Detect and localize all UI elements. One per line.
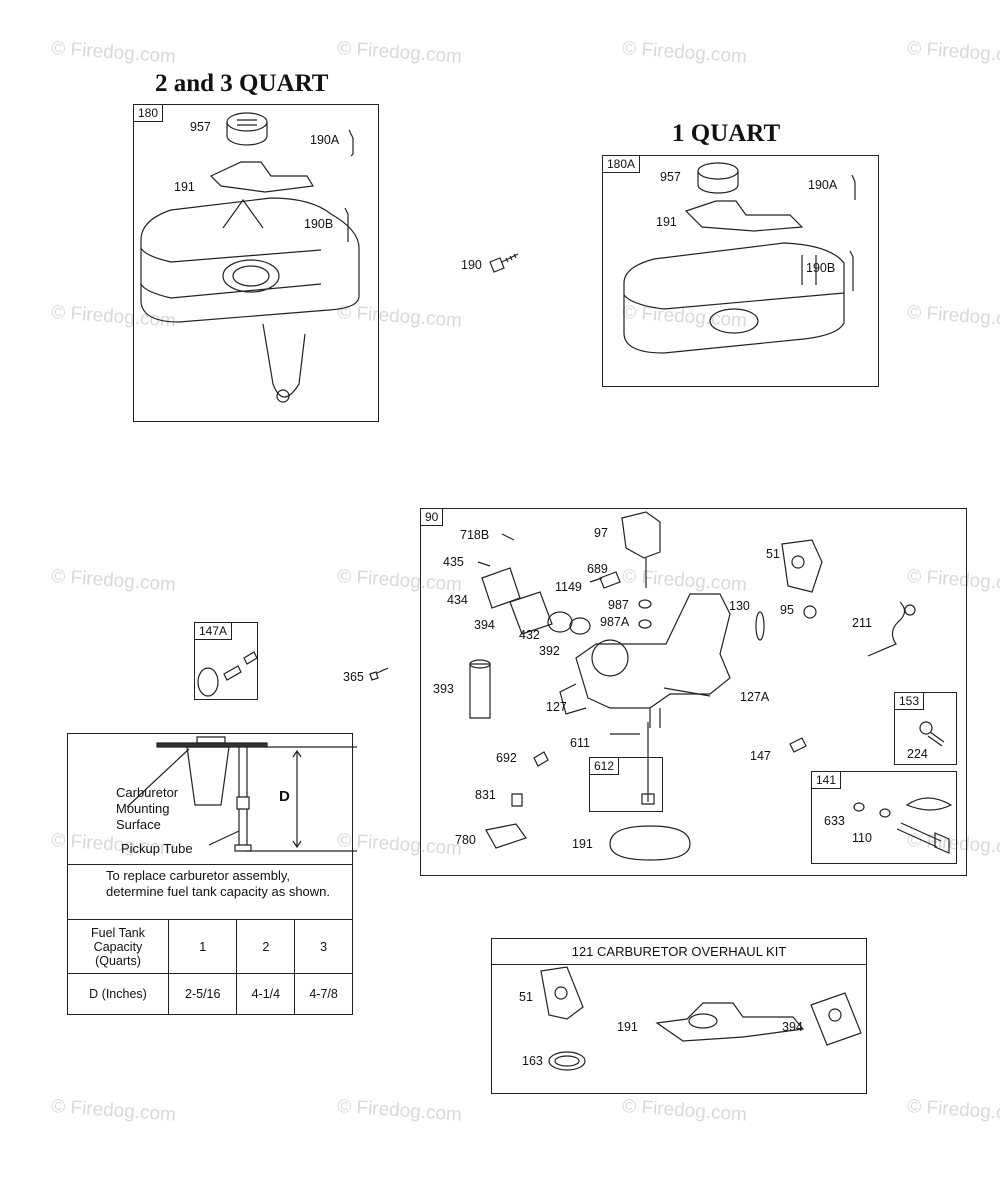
part-number: 957 bbox=[660, 170, 681, 184]
part-number: 191 bbox=[617, 1020, 638, 1034]
section-title-1-quart: 1 QUART bbox=[672, 120, 781, 147]
table-cell: 4-1/4 bbox=[236, 973, 296, 1015]
part-number: 190A bbox=[310, 133, 340, 147]
watermark: © Firedog.com bbox=[906, 1096, 1000, 1126]
watermark: © Firedog.com bbox=[621, 1096, 748, 1126]
capacity-table: Fuel Tank Capacity (Quarts) 1 2 3 D (Inc… bbox=[67, 919, 353, 1015]
table-header-d: D (Inches) bbox=[67, 973, 169, 1015]
part-number: 435 bbox=[443, 555, 464, 569]
part-number: 780 bbox=[455, 833, 476, 847]
table-cell: 2 bbox=[236, 919, 296, 974]
dimension-d-label: D bbox=[279, 788, 290, 805]
panel-tag: 147A bbox=[194, 622, 233, 640]
overhaul-kit-illustration bbox=[540, 966, 862, 1071]
part-number: 633 bbox=[824, 814, 845, 828]
panel-tag: 180 bbox=[133, 104, 164, 122]
part-number: 394 bbox=[782, 1020, 803, 1034]
screw-365-icon bbox=[369, 667, 389, 681]
part-number: 394 bbox=[474, 618, 495, 632]
part-number: 718B bbox=[460, 528, 490, 542]
panel-tag: 180A bbox=[602, 155, 641, 173]
part-number: 190B bbox=[304, 217, 334, 231]
capacity-measure-panel bbox=[67, 733, 353, 1015]
part-number: 127A bbox=[740, 690, 770, 704]
section-title-2-3-quart: 2 and 3 QUART bbox=[155, 70, 329, 97]
table-cell: 4-7/8 bbox=[294, 973, 353, 1015]
part-number: 1149 bbox=[555, 580, 582, 594]
part-number: 957 bbox=[190, 120, 211, 134]
kit-141-panel bbox=[811, 771, 957, 864]
part-number: 432 bbox=[519, 628, 540, 642]
panel-tag: 90 bbox=[420, 508, 444, 526]
part-number: 831 bbox=[475, 788, 496, 802]
fuel-tank-2-3-illustration bbox=[140, 112, 360, 403]
watermark: © Firedog.com bbox=[336, 1096, 463, 1126]
tank-2-3-quart-panel bbox=[133, 104, 379, 422]
watermark: © Firedog.com bbox=[336, 38, 463, 68]
table-cell: 1 bbox=[167, 919, 238, 974]
part-number: 190B bbox=[806, 261, 836, 275]
kit-153-illustration bbox=[919, 721, 945, 747]
pickup-tube-diagram bbox=[126, 736, 357, 852]
part-number: 95 bbox=[780, 603, 794, 617]
part-number: 692 bbox=[496, 751, 517, 765]
part-number: 191 bbox=[572, 837, 593, 851]
divider bbox=[67, 864, 353, 865]
part-number: 392 bbox=[539, 644, 560, 658]
part-number: 987 bbox=[608, 598, 629, 612]
part-number: 689 bbox=[587, 562, 608, 576]
part-number: 434 bbox=[447, 593, 468, 607]
tank-1-quart-panel bbox=[602, 155, 879, 387]
screw-190-icon bbox=[489, 253, 519, 273]
part-number: 163 bbox=[522, 1054, 543, 1068]
panel-tag: 153 bbox=[894, 692, 925, 710]
overhaul-kit-panel bbox=[491, 938, 867, 1094]
part-number: 393 bbox=[433, 682, 454, 696]
table-header-capacity: Fuel Tank Capacity (Quarts) bbox=[67, 919, 169, 974]
watermark: © Firedog.com bbox=[50, 566, 177, 596]
part-number: 987A bbox=[600, 615, 630, 629]
table-cell: 2-5/16 bbox=[167, 973, 238, 1015]
watermark: © Firedog.com bbox=[50, 1096, 177, 1126]
part-number: 191 bbox=[656, 215, 677, 229]
carburetor-panel bbox=[420, 508, 967, 876]
panel-tag: 141 bbox=[811, 771, 842, 789]
watermark: © Firedog.com bbox=[621, 38, 748, 68]
kit-612-panel bbox=[589, 757, 663, 812]
part-number: 147 bbox=[750, 749, 771, 763]
part-number: 190A bbox=[808, 178, 838, 192]
part-number: 110 bbox=[852, 831, 872, 845]
table-cell: 3 bbox=[294, 919, 353, 974]
kit-141-illustration bbox=[853, 797, 953, 854]
watermark: © Firedog.com bbox=[50, 38, 177, 68]
watermark: © Firedog.com bbox=[906, 302, 1000, 332]
kit-147A-illustration bbox=[197, 651, 258, 697]
carburetor-mounting-label: Carburetor Mounting Surface bbox=[116, 785, 179, 832]
part-number: 51 bbox=[766, 547, 780, 561]
carburetor-illustration bbox=[469, 511, 916, 861]
pickup-tube-label: Pickup Tube bbox=[121, 841, 193, 856]
part-number: 224 bbox=[907, 747, 928, 761]
panel-tag: 612 bbox=[589, 757, 620, 775]
part-number: 211 bbox=[852, 616, 872, 630]
part-number: 190 bbox=[461, 258, 482, 272]
part-number: 130 bbox=[729, 599, 750, 613]
watermark: © Firedog.com bbox=[906, 38, 1000, 68]
overhaul-kit-title: 121 CARBURETOR OVERHAUL KIT bbox=[491, 938, 867, 965]
part-number: 611 bbox=[570, 736, 590, 750]
part-number: 127 bbox=[546, 700, 567, 714]
part-number: 97 bbox=[594, 526, 608, 540]
kit-153-panel bbox=[894, 692, 957, 765]
capacity-note: To replace carburetor assembly, determin… bbox=[106, 868, 331, 899]
fuel-tank-1-quart-illustration bbox=[623, 162, 856, 354]
part-number: 51 bbox=[519, 990, 533, 1004]
part-number: 365 bbox=[343, 670, 364, 684]
part-number: 191 bbox=[174, 180, 195, 194]
